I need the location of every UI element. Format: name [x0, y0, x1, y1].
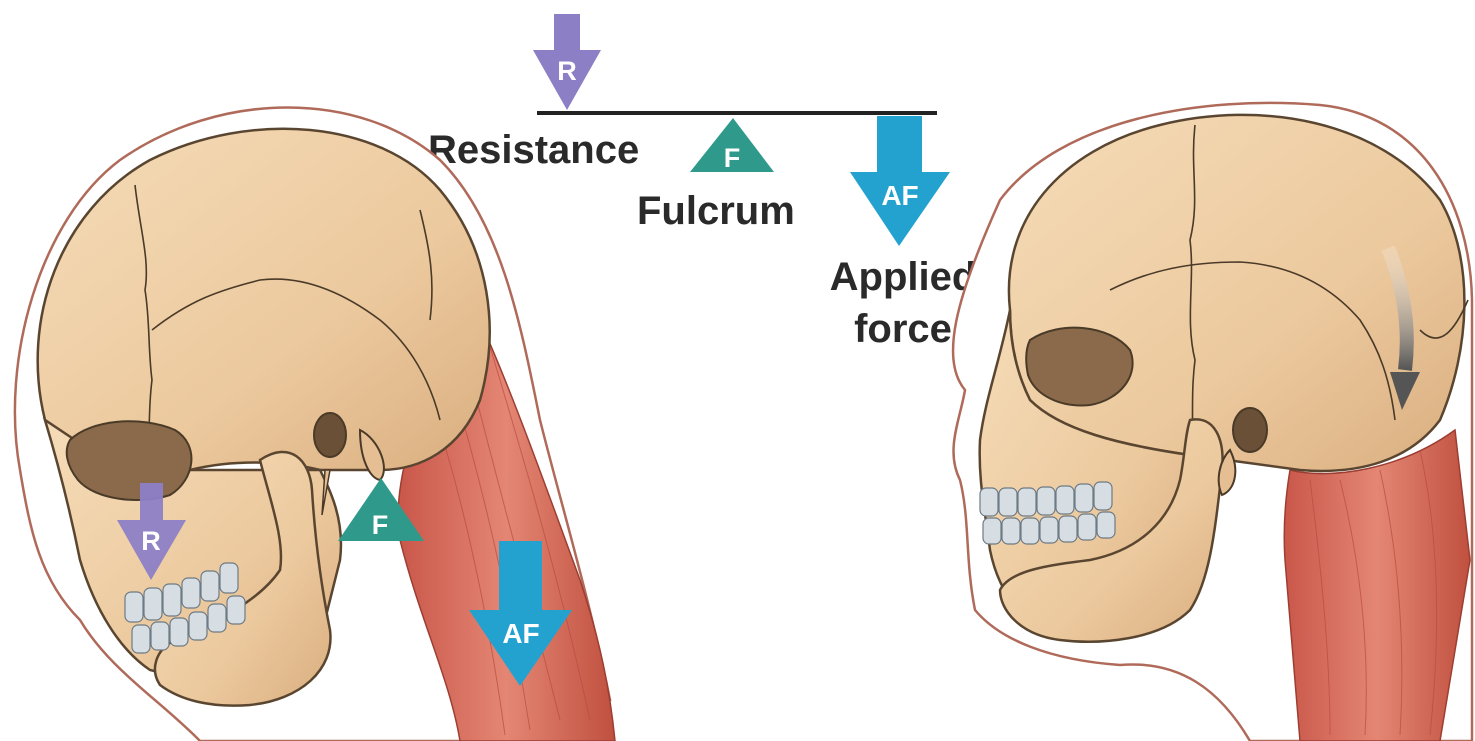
- applied-force-arrow-symbol: AF: [881, 180, 918, 211]
- right-head-illustration: [953, 103, 1472, 741]
- fulcrum-triangle-icon: F: [690, 118, 774, 173]
- right-eye-orbit: [1026, 328, 1132, 406]
- right-ear-canal: [1233, 408, 1267, 452]
- left-head-illustration: R F AF: [15, 108, 615, 741]
- resistance-arrow-symbol: R: [557, 56, 577, 86]
- resistance-arrow-icon: R: [533, 14, 601, 110]
- left-applied-force-symbol: AF: [502, 618, 539, 649]
- applied-force-label-line1: Applied: [830, 255, 977, 299]
- applied-force-label-line2: force: [854, 307, 952, 351]
- fulcrum-triangle-symbol: F: [724, 143, 741, 173]
- applied-force-arrow-icon: AF: [850, 116, 950, 246]
- left-fulcrum-symbol: F: [372, 510, 389, 540]
- left-ear-canal: [314, 413, 346, 457]
- right-neck-muscle: [1284, 430, 1470, 741]
- left-resistance-symbol: R: [141, 526, 161, 556]
- fulcrum-label: Fulcrum: [637, 189, 795, 233]
- resistance-label: Resistance: [428, 128, 639, 172]
